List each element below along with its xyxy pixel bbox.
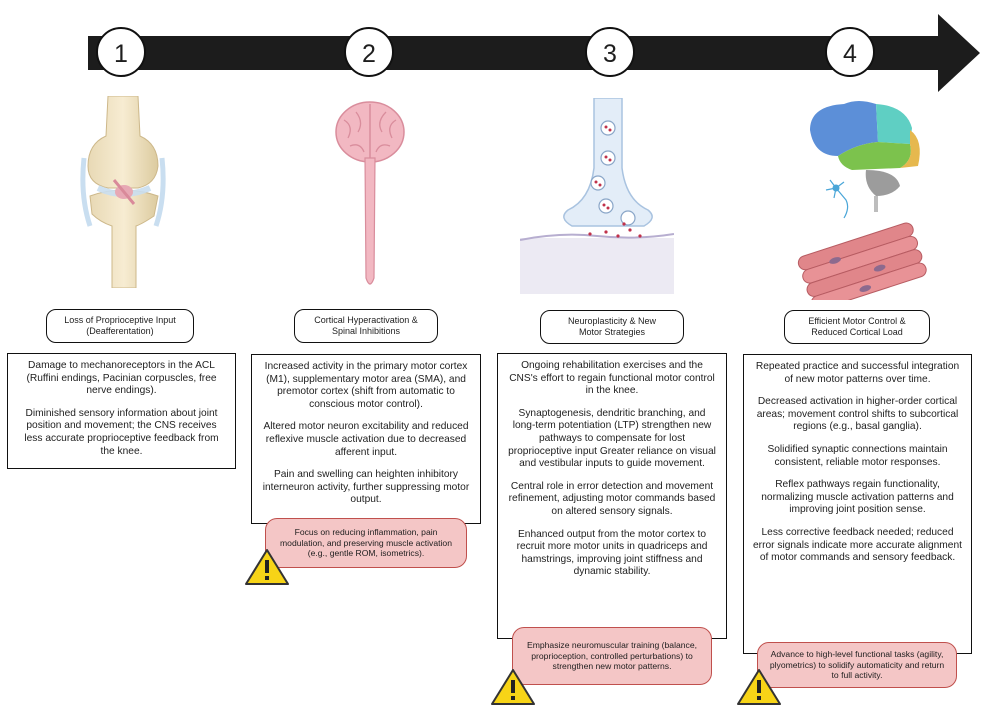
step-2-paragraph: Altered motor neuron excitability and re… [263, 421, 469, 458]
brain-spinal-cord-icon [335, 101, 405, 285]
step-4-paragraph: Solidified synaptic connections maintain… [767, 443, 948, 468]
step-4-paragraph: Repeated practice and successful integra… [755, 361, 960, 385]
warning-icon [245, 549, 289, 585]
step-2-title: Cortical Hyperactivation &Spinal Inhibit… [294, 309, 438, 343]
step-3-title-line1: Neuroplasticity & New [567, 316, 657, 326]
step-2-paragraph: Increased activity in the primary motor … [264, 361, 468, 410]
step-1-description: Damage to mechanoreceptors in the ACL (R… [7, 353, 236, 469]
step-1-paragraph: Damage to mechanoreceptors in the ACL (R… [26, 360, 217, 397]
step-4-title-line2: Reduced Cortical Load [811, 327, 903, 337]
step-3-title-line2: Motor Strategies [578, 327, 646, 337]
step-number-4: 4 [825, 27, 875, 77]
step-1-paragraph: Diminished sensory information about joi… [24, 407, 219, 457]
step-4-paragraph: Less corrective feedback needed; reduced… [753, 526, 962, 564]
step-3-warning-text: Emphasize neuromuscular training (balanc… [526, 640, 698, 672]
step-3-paragraph: Ongoing rehabilitation exercises and the… [509, 360, 715, 397]
step-2-warning-text: Focus on reducing inflammation, pain mod… [280, 527, 452, 559]
synapse-icon [520, 98, 674, 294]
warning-icon [737, 669, 781, 705]
step-3-paragraph: Synaptogenesis, dendritic branching, and… [508, 407, 716, 470]
step-4-paragraph: Decreased activation in higher-order cor… [756, 396, 959, 433]
step-4-title-line1: Efficient Motor Control & [808, 316, 906, 326]
step-number-2: 2 [344, 27, 394, 77]
step-4-title: Efficient Motor Control &Reduced Cortica… [784, 310, 930, 344]
step-2-description: Increased activity in the primary motor … [251, 354, 481, 524]
step-3-warning: Emphasize neuromuscular training (balanc… [512, 627, 712, 685]
step-3-description: Ongoing rehabilitation exercises and the… [497, 353, 727, 639]
step-4-description: Repeated practice and successful integra… [743, 354, 972, 654]
timeline-arrow [88, 14, 980, 92]
warning-icon [491, 669, 535, 705]
step-3-paragraph: Central role in error detection and move… [508, 480, 716, 517]
step-2-title-line1: Cortical Hyperactivation & [314, 315, 418, 325]
step-4-paragraph: Reflex pathways regain functionality, no… [761, 479, 954, 516]
step-2-warning: Focus on reducing inflammation, pain mod… [265, 518, 467, 568]
brain-neuron-muscle-icon [797, 101, 927, 300]
step-1-title: Loss of Proprioceptive Input(Deafferenta… [46, 309, 194, 343]
step-2-paragraph: Pain and swelling can heighten inhibitor… [262, 469, 470, 506]
step-2-title-line2: Spinal Inhibitions [331, 326, 401, 336]
step-4-warning: Advance to high-level functional tasks (… [757, 642, 957, 688]
knee-joint-icon [80, 96, 166, 288]
step-3-paragraph: Enhanced output from the motor cortex to… [516, 528, 708, 578]
step-4-warning-text: Advance to high-level functional tasks (… [769, 649, 945, 681]
step-1-title-line1: Loss of Proprioceptive Input [64, 315, 176, 325]
step-1-title-line2: (Deafferentation) [86, 326, 154, 336]
step-number-1: 1 [96, 27, 146, 77]
step-number-3: 3 [585, 27, 635, 77]
